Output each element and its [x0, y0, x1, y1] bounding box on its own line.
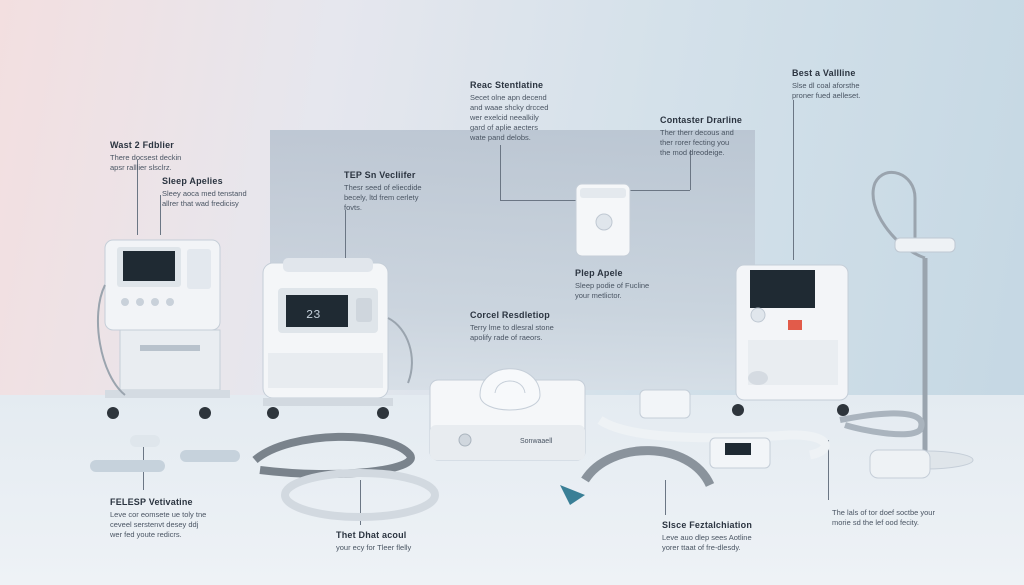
label-title: Slsce Feztalchiation	[662, 520, 753, 530]
label-desc: Sleep podie of Fucline your metlictor.	[575, 281, 650, 300]
label-mid-right: Plep Apele Sleep podie of Fucline your m…	[575, 268, 745, 301]
label-desc: Leve auo dlep sees Aotline yorer ttaat o…	[662, 533, 752, 552]
cpap-brand-text: Sonwaaell	[520, 438, 553, 445]
label-title: Reac Stentlatine	[470, 80, 544, 90]
label-desc: Secet olne apn decend and waae shcky drc…	[470, 93, 549, 142]
label-title: TEP Sn Vecliifer	[344, 170, 416, 180]
leader-line	[793, 100, 794, 260]
label-desc: The lals of tor doef soctbe your morie s…	[832, 508, 935, 527]
humidifier-unit	[575, 183, 631, 257]
label-title: Thet Dhat acoul	[336, 530, 407, 540]
leader-line	[665, 480, 666, 515]
label-title: Contaster Drarline	[660, 115, 743, 125]
leader-line	[630, 190, 690, 191]
label-top-left-2: Sleep Apelies Sleey aoca med tenstand al…	[162, 176, 332, 209]
label-title: FELESP Vetivatine	[110, 497, 193, 507]
label-desc: There docsest deckin apsr ralllier slscl…	[110, 153, 182, 172]
ventilator-center-left: 23	[262, 258, 413, 419]
ventilator-display-value: 23	[306, 308, 320, 322]
label-desc: Terry lme to dlesral stone apolify rade …	[470, 323, 554, 342]
monitor-right	[732, 264, 849, 416]
tubing-coils	[90, 389, 931, 521]
leader-line	[360, 480, 361, 525]
label-title: Corcel Resdletiop	[470, 310, 550, 320]
label-desc: Leve cor eomsete ue toly tne ceveel sers…	[110, 510, 207, 539]
label-desc: Slse dl coal aforsthe proner fued aelles…	[792, 81, 861, 100]
leader-line	[160, 195, 161, 235]
label-desc: Sleey aoca med tenstand allrer that wad …	[162, 189, 247, 208]
label-top-right: Best a Vallline Slse dl coal aforsthe pr…	[792, 68, 962, 101]
label-title: Best a Vallline	[792, 68, 856, 78]
label-desc: your ecy for Tleer flelly	[336, 543, 412, 552]
label-center-right: Contaster Drarline Ther therr decous and…	[660, 115, 830, 158]
label-top-left-1: Wast 2 Fdblier There docsest deckin apsr…	[110, 140, 280, 173]
label-desc: Ther therr decous and ther rorer fecting…	[660, 128, 734, 157]
leader-line	[690, 150, 691, 190]
cpap-base: Sonwaaell	[429, 368, 586, 461]
label-desc: Thesr seed of eliecdide becely, ltd frem…	[344, 183, 422, 212]
leader-line	[345, 210, 346, 260]
label-top-center: Reac Stentlatine Secet olne apn decend a…	[470, 80, 640, 143]
label-bottom-right: The lals of tor doef soctbe your morie s…	[832, 505, 1012, 528]
label-bottom-left: FELESP Vetivatine Leve cor eomsete ue to…	[110, 497, 280, 540]
label-bottom-center-right: Slsce Feztalchiation Leve auo dlep sees …	[662, 520, 832, 553]
label-center: Corcel Resdletiop Terry lme to dlesral s…	[470, 310, 640, 343]
leader-line	[500, 200, 576, 201]
label-title: Plep Apele	[575, 268, 623, 278]
label-bottom-center: Thet Dhat acoul your ecy for Tleer flell…	[336, 530, 506, 553]
monitor-cart-left	[96, 239, 230, 419]
leader-line	[500, 145, 501, 200]
leader-line	[137, 160, 138, 235]
label-center-left: TEP Sn Vecliifer Thesr seed of eliecdide…	[344, 170, 514, 213]
label-title: Wast 2 Fdblier	[110, 140, 174, 150]
leader-line	[828, 440, 829, 500]
label-title: Sleep Apelies	[162, 176, 223, 186]
